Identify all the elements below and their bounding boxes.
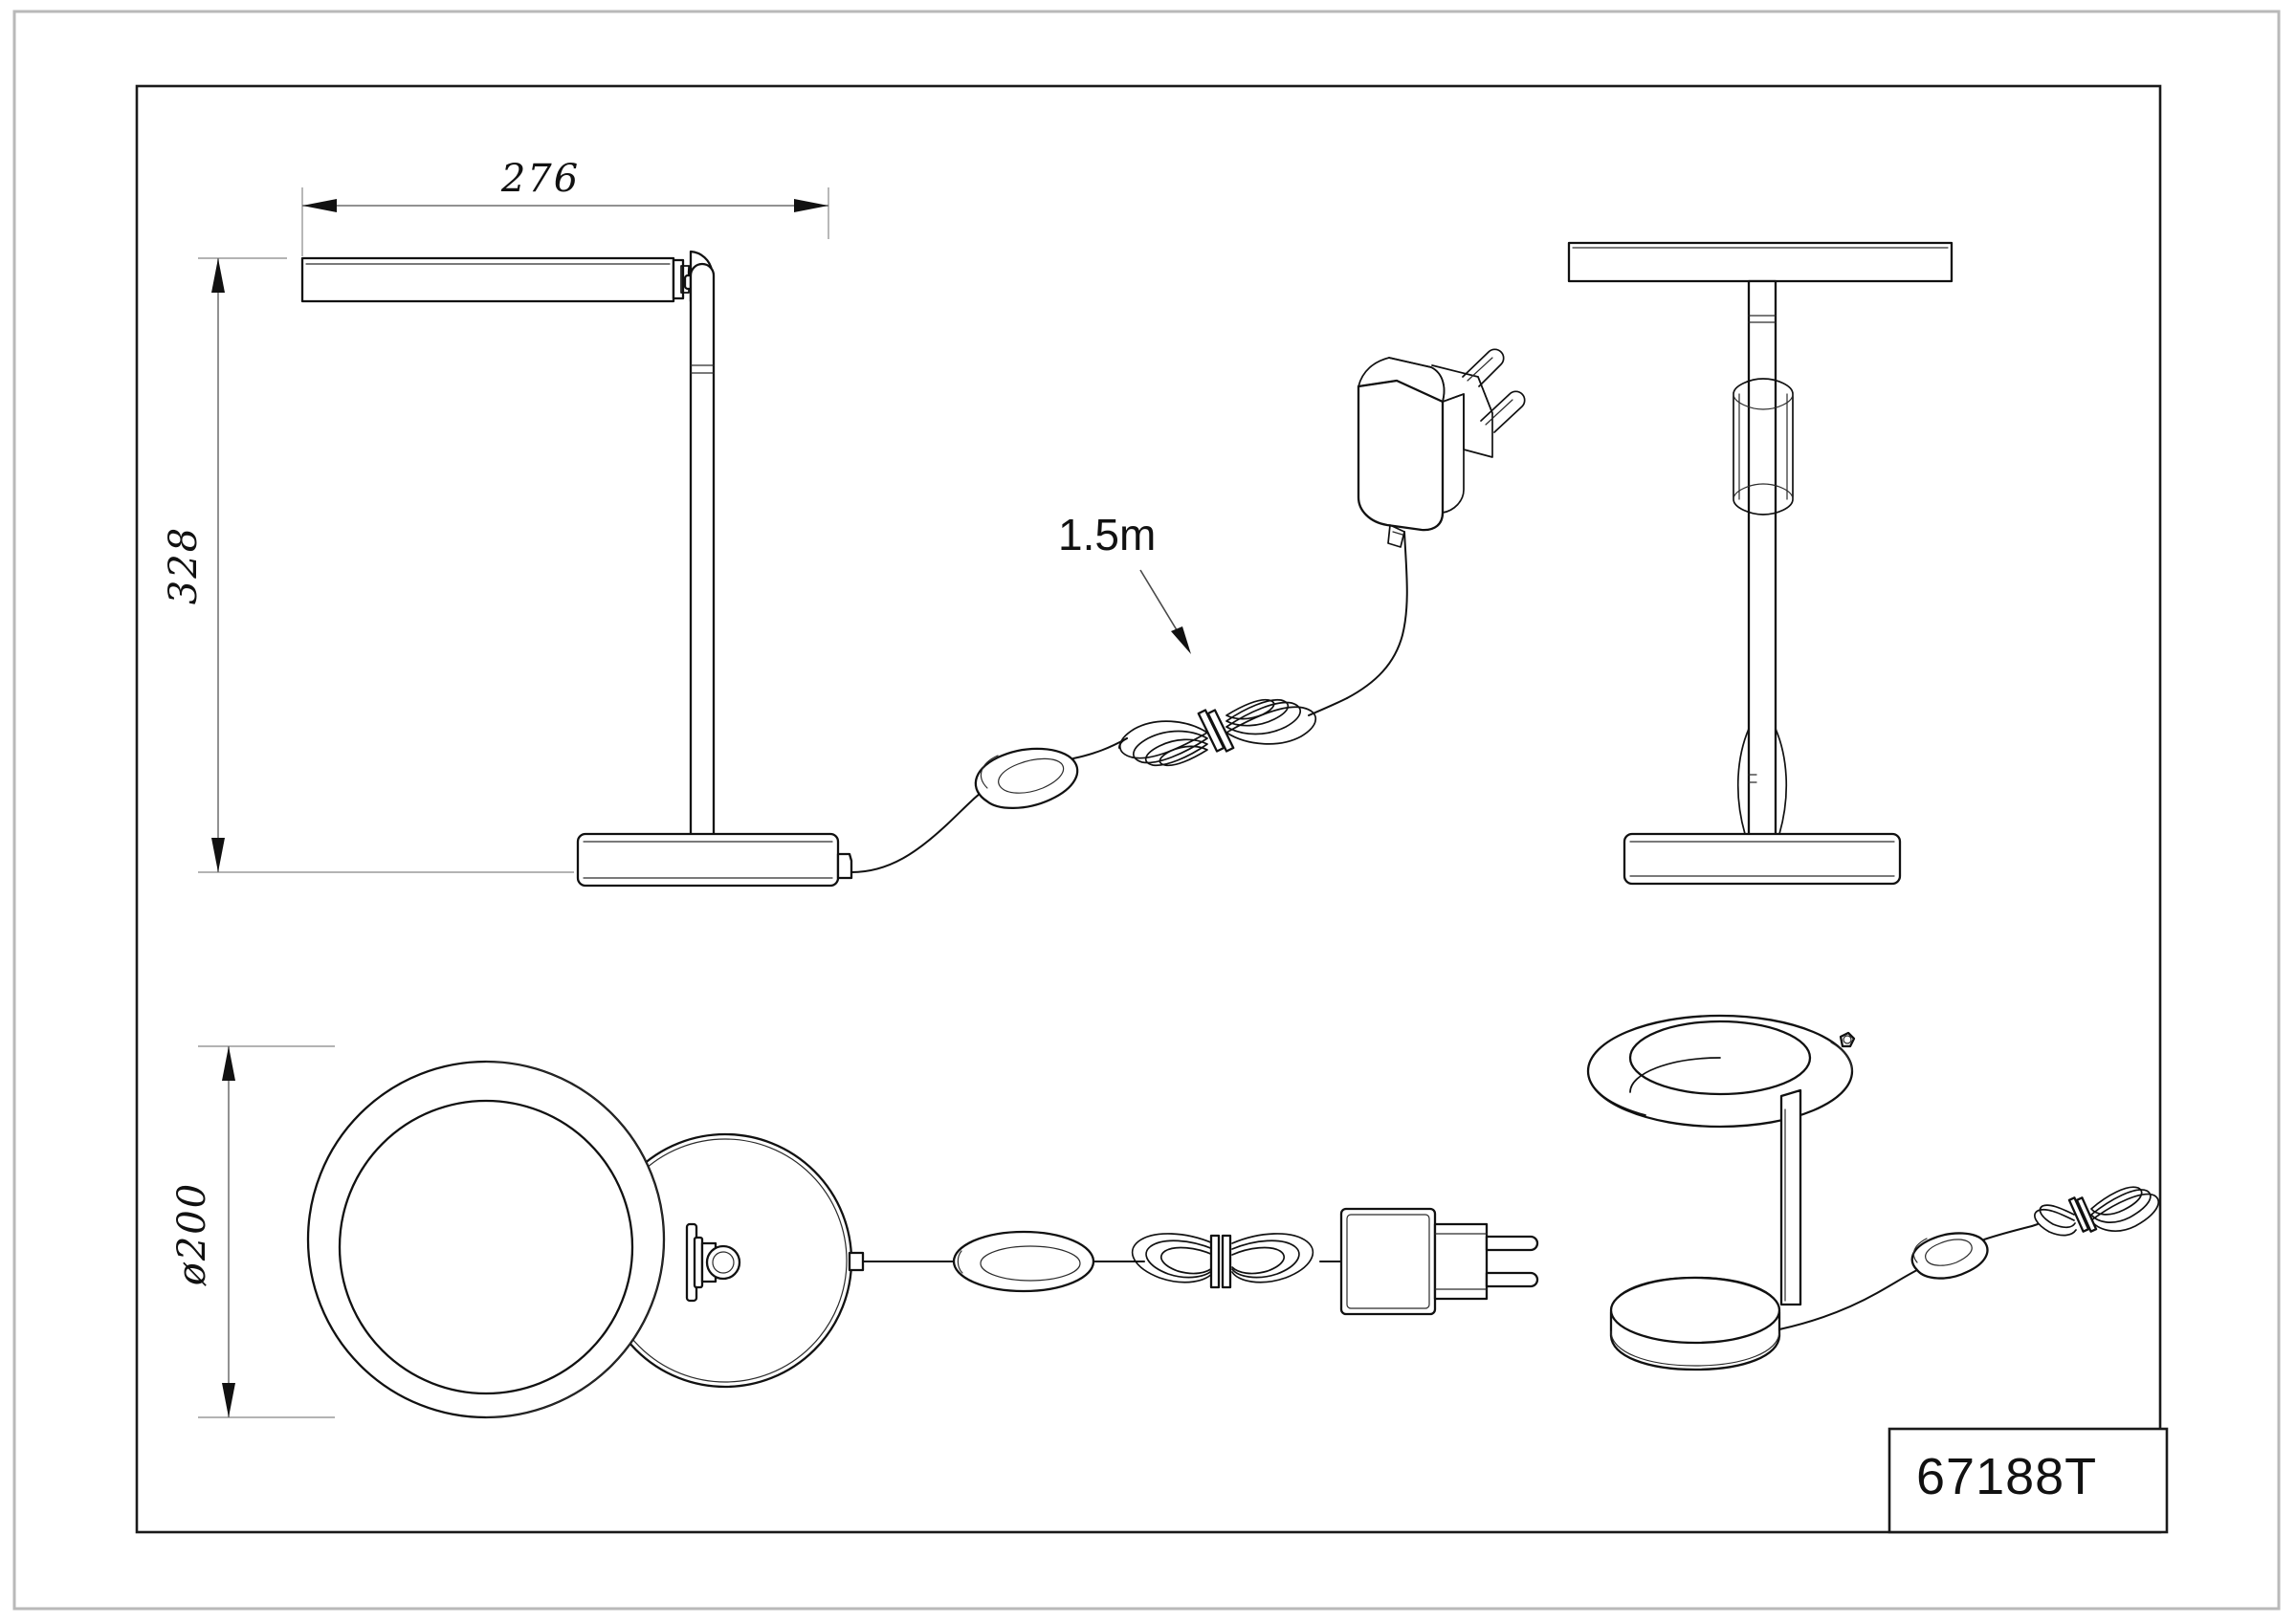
ring-head-plan: [306, 1060, 666, 1419]
hinge-nub-iso: [1839, 1031, 1856, 1048]
stem-base-flare: [1736, 728, 1788, 835]
title-block-part-number: 67188T: [1916, 1448, 2097, 1505]
inline-switch-iso: [1910, 1232, 1989, 1280]
dimension-276-label: 276: [500, 157, 580, 201]
dimension-276: 276: [301, 157, 829, 256]
dimension-328-label: 328: [162, 526, 206, 604]
inline-switch-plan: [952, 1230, 1095, 1293]
plug-adapter-plan: [1339, 1207, 1539, 1316]
view-front-elevation: [1567, 241, 1954, 886]
base-plate-front: [1623, 832, 1902, 886]
stem-iso: [1779, 1088, 1802, 1306]
view-side-elevation: 1.5m: [300, 250, 1526, 888]
annotation-cable-length-label: 1.5m: [1058, 510, 1156, 559]
stem: [689, 262, 716, 839]
cord-boss-plan: [848, 1251, 865, 1272]
cable-bundle-iso: [2031, 1186, 2160, 1237]
cord-bundle-to-adapter: [1346, 531, 1408, 699]
stem-front: [1747, 279, 1777, 840]
dimension-diameter-200: ø200: [170, 1045, 335, 1418]
cord-iso-1: [1778, 1269, 1918, 1330]
cable-bundle-plan: [1131, 1233, 1342, 1289]
annotation-cable-length: 1.5m: [1058, 510, 1191, 654]
view-plan: [306, 1060, 1539, 1419]
sheet-outer-border: [12, 10, 2281, 1611]
hinge-knuckle-plan: [685, 1222, 741, 1303]
view-isometric: [1586, 1014, 2160, 1371]
ring-head-iso: [1586, 1014, 1854, 1129]
cable-bundle: [1118, 697, 1348, 767]
stem-collar: [1733, 378, 1794, 515]
cord-iso-2: [1983, 1225, 2033, 1240]
lamp-head-bar-front: [1567, 241, 1954, 283]
title-block: 67188T: [1888, 1427, 2169, 1534]
lamp-head-bar: [300, 256, 675, 303]
dimension-328: 328: [162, 257, 574, 873]
base-disc-iso: [1609, 1276, 1781, 1371]
plug-adapter: [1357, 348, 1526, 548]
inline-switch: [974, 747, 1079, 809]
dimension-diameter-200-label: ø200: [170, 1182, 214, 1286]
sheet-inner-frame: [135, 84, 2162, 1534]
cord-base-to-switch: [850, 787, 988, 873]
base-plate: [576, 832, 853, 888]
